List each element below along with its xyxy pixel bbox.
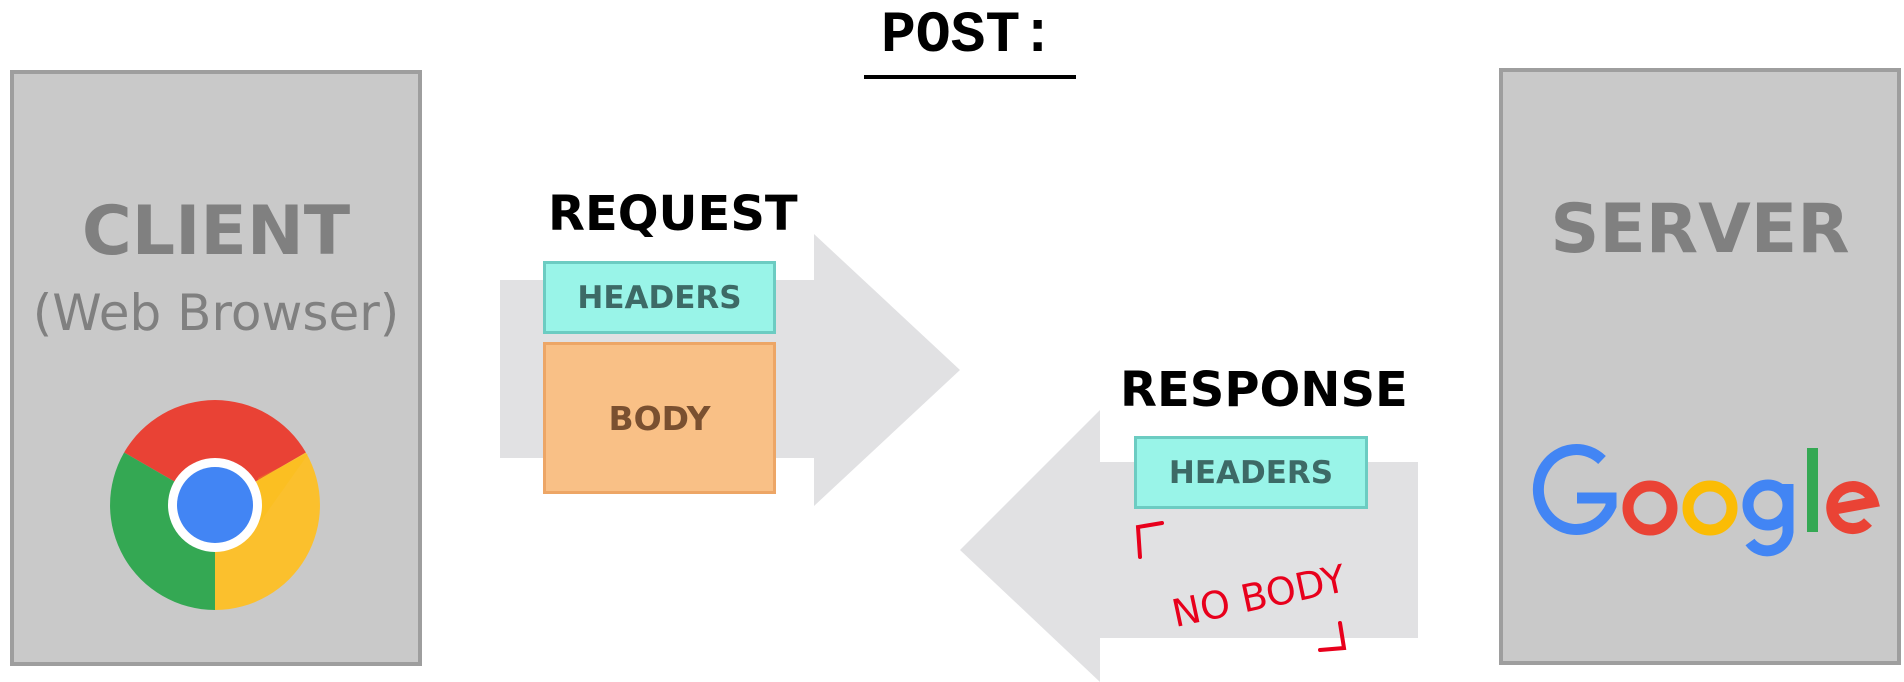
response-headers-box: HEADERS <box>1134 436 1368 509</box>
no-body-text: NO BODY <box>1168 556 1350 636</box>
page-title: POST: <box>880 4 1056 69</box>
client-subtitle: (Web Browser) <box>32 284 400 342</box>
server-title: SERVER <box>1550 190 1850 269</box>
request-headers-box: HEADERS <box>543 261 776 334</box>
server-panel: SERVER <box>1499 68 1901 665</box>
request-body-box: BODY <box>543 342 776 494</box>
title-underline <box>864 75 1076 79</box>
response-label: RESPONSE <box>1120 362 1408 418</box>
chrome-logo <box>110 400 320 610</box>
no-body-annotation: NO BODY <box>1135 521 1350 652</box>
client-title: CLIENT <box>81 192 351 271</box>
google-logo <box>1532 444 1880 557</box>
request-label: REQUEST <box>548 186 798 242</box>
